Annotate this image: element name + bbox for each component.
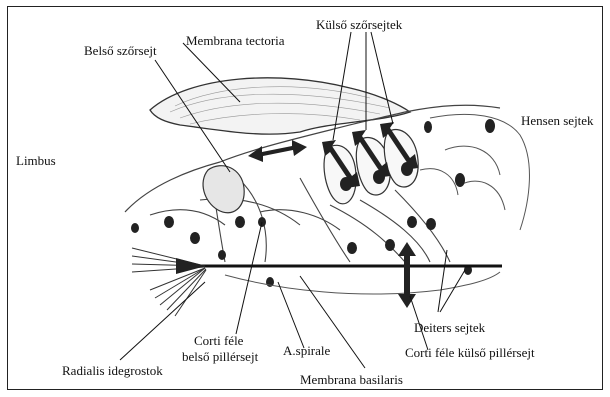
label-membrana-tectoria: Membrana tectoria <box>186 34 285 48</box>
label-membrana-basilaris: Membrana basilaris <box>300 373 403 387</box>
hensen-cells <box>420 114 529 230</box>
label-radialis-idegrostok: Radialis idegrostok <box>62 364 163 378</box>
label-corti-belso-1: Corti féle <box>194 334 243 348</box>
tectorial-membrane <box>150 78 410 134</box>
radial-arrow-head <box>176 258 206 274</box>
label-limbus: Limbus <box>16 154 56 168</box>
label-a-spirale: A.spirale <box>283 344 330 358</box>
label-hensen-sejtek: Hensen sejtek <box>521 114 594 128</box>
label-belso-szorsejt: Belső szőrsejt <box>84 44 157 58</box>
label-deiters-sejtek: Deiters sejtek <box>414 321 485 335</box>
label-corti-belso-2: belső pillérsejt <box>182 350 258 364</box>
radial-nerve-fibers <box>132 248 206 316</box>
inner-hair-cell <box>203 166 244 213</box>
label-corti-kulso: Corti féle külső pillérsejt <box>405 346 535 360</box>
label-kulso-szorsejtek: Külső szőrsejtek <box>316 18 402 32</box>
